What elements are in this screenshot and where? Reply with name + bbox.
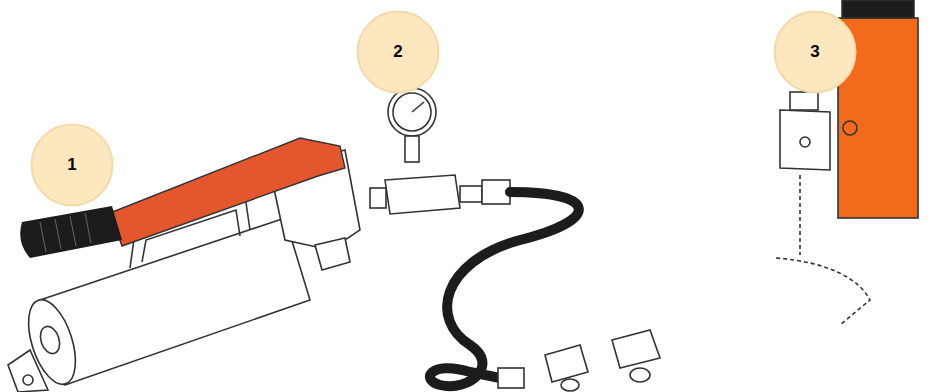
gauge-stem — [405, 136, 419, 162]
gauge-dial — [388, 88, 436, 136]
callout-fill — [775, 12, 856, 93]
couplers — [498, 175, 870, 391]
callout-circle: 1 — [30, 123, 114, 207]
male-coupler — [612, 330, 660, 368]
callout-circle: 3 — [773, 10, 857, 94]
assembly-line — [776, 258, 870, 325]
callout-fill — [32, 125, 113, 206]
gauge-face — [393, 93, 431, 131]
dust-cap — [630, 368, 650, 382]
valve-port — [800, 137, 810, 147]
hose-end-fitting — [498, 368, 524, 388]
cylinder-port — [843, 121, 857, 135]
grip-ridges — [40, 213, 91, 252]
pump-foot — [8, 350, 48, 392]
callout-number: 2 — [393, 42, 402, 62]
gauge-needle — [412, 102, 424, 112]
callout-fill — [358, 12, 439, 93]
valve-block — [780, 110, 830, 170]
adapter-outlet — [460, 186, 482, 202]
gauge-adapter — [385, 175, 460, 214]
callout-number: 1 — [67, 155, 76, 175]
callout-number: 3 — [810, 42, 819, 62]
adapter-thread — [370, 188, 386, 208]
foot-hole — [23, 375, 33, 385]
release-valve — [315, 238, 350, 270]
reservoir-end — [19, 294, 84, 390]
female-coupler — [545, 345, 588, 382]
callout-circle: 2 — [356, 10, 440, 94]
reservoir-cap — [37, 324, 63, 356]
handle-grip — [20, 206, 122, 258]
pressure-gauge — [370, 88, 510, 214]
cylinder-plunger — [842, 0, 914, 18]
pump-handle — [110, 138, 345, 246]
valve-knob — [790, 92, 818, 110]
dust-cap — [561, 379, 579, 391]
assembly-line — [799, 175, 801, 255]
